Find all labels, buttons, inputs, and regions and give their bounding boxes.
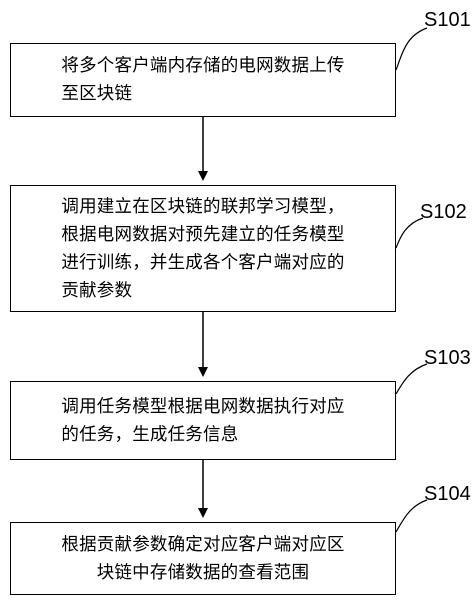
- step-label-s104: S104: [424, 483, 471, 505]
- step-text-s104: 根据贡献参数确定对应客户端对应区 块链中存储数据的查看范围: [55, 531, 350, 587]
- step-line: 将多个客户端内存储的电网数据上传: [61, 56, 345, 76]
- leader-s101: [395, 27, 428, 71]
- leader-s103: [395, 363, 428, 395]
- step-box-s104: 根据贡献参数确定对应客户端对应区 块链中存储数据的查看范围: [10, 522, 396, 595]
- step-line: 块链中存储数据的查看范围: [96, 562, 310, 583]
- step-line: 至区块链: [61, 84, 133, 104]
- step-label-s102: S102: [420, 201, 467, 223]
- step-box-s103: 调用任务模型根据电网数据执行对应 的任务，生成任务信息: [10, 381, 396, 460]
- step-box-s102: 调用建立在区块链的联邦学习模型， 根据电网数据对预先建立的任务模型 进行训练，并…: [10, 185, 396, 312]
- step-line: 调用任务模型根据电网数据执行对应: [61, 396, 345, 417]
- leader-s102: [395, 217, 424, 249]
- step-line: 根据电网数据对预先建立的任务模型: [61, 224, 345, 245]
- step-box-s101: 将多个客户端内存储的电网数据上传 至区块链: [10, 43, 396, 117]
- leader-s104: [395, 499, 428, 533]
- step-text-s102: 调用建立在区块链的联邦学习模型， 根据电网数据对预先建立的任务模型 进行训练，并…: [55, 193, 350, 305]
- step-label-s103: S103: [424, 347, 471, 369]
- step-line: 的任务，生成任务信息: [61, 424, 239, 445]
- step-text-s103: 调用任务模型根据电网数据执行对应 的任务，生成任务信息: [55, 393, 350, 449]
- step-line: 贡献参数: [61, 280, 133, 301]
- step-label-s101: S101: [424, 9, 471, 31]
- step-line: 调用建立在区块链的联邦学习模型，: [61, 196, 345, 217]
- step-line: 根据贡献参数确定对应客户端对应区: [61, 534, 345, 555]
- step-text-s101: 将多个客户端内存储的电网数据上传 至区块链: [55, 52, 350, 108]
- step-line: 进行训练，并生成各个客户端对应的: [61, 252, 345, 273]
